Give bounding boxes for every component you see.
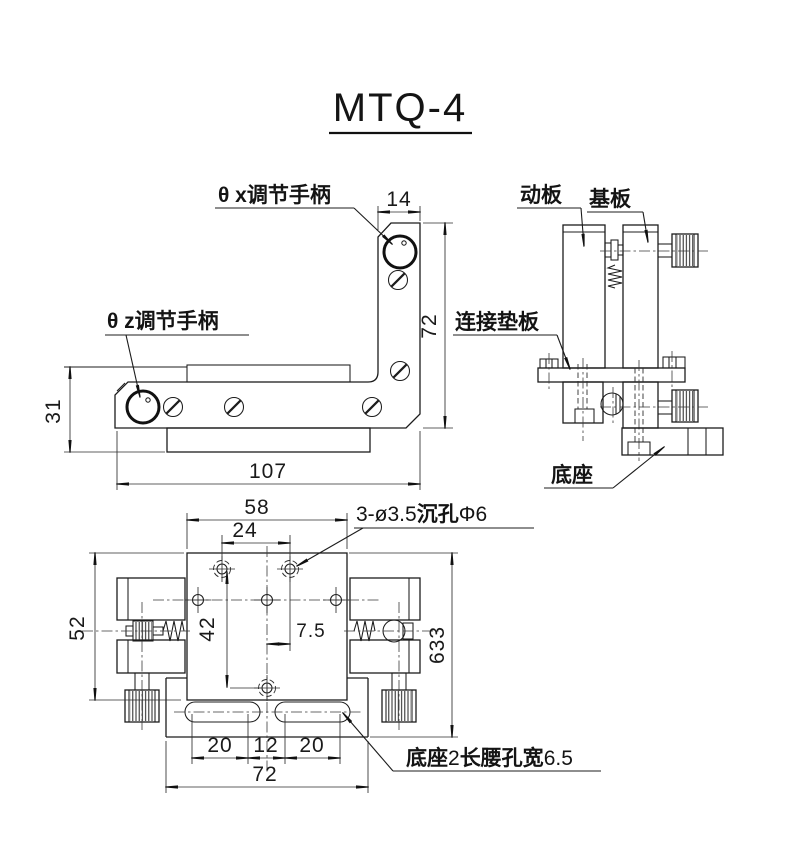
- counterbore-label-group: 3-ø3.5沉孔Φ6: [297, 503, 534, 566]
- dim-text: 14: [386, 188, 411, 211]
- counterbore-label: 3-ø3.5沉孔Φ6: [356, 503, 487, 526]
- bottom-view: 58 24 42 7.5 52: [66, 496, 601, 793]
- lower-left-block: [562, 358, 604, 441]
- leader-line: [353, 207, 392, 244]
- dim-hole-offset: 7.5: [267, 576, 325, 651]
- moving-plate-label-group: 动板: [517, 184, 584, 246]
- counterbore-holes: [209, 556, 303, 701]
- ball-adjuster-icon: [600, 387, 624, 425]
- right-wing: [349, 577, 421, 731]
- spring-icon: [162, 620, 185, 642]
- dim-arm-height: 72: [418, 223, 453, 428]
- dim-text: 42: [196, 616, 219, 641]
- dim-slot-chain: 20 12 20: [192, 714, 340, 764]
- page-title: MTQ-4: [333, 86, 467, 130]
- theta-z-label: θ z调节手柄: [107, 309, 219, 333]
- small-holes: [185, 587, 349, 613]
- dim-text: 20: [299, 734, 324, 757]
- hole: [185, 587, 211, 613]
- dim-text: 72: [418, 313, 441, 338]
- slotted-holes: [174, 701, 361, 723]
- leader-line: [125, 334, 140, 397]
- dim-text: 107: [249, 460, 287, 483]
- spring-icon: [353, 620, 376, 642]
- theta-x-label-group: θ x调节手柄: [215, 183, 392, 244]
- dim-text: 72: [252, 763, 277, 786]
- slot-label-group: 底座2长腰孔宽6.5: [343, 713, 601, 772]
- base-block-shape: [621, 427, 724, 456]
- dim-total-length: 107: [117, 431, 420, 490]
- top-pad-plate: [186, 364, 351, 383]
- bottom-plate: [166, 427, 371, 453]
- screw-icon: [162, 396, 184, 418]
- l-bracket-outline: [114, 222, 421, 429]
- front-view: 14 72 31 107 θ x调节手柄 θ z调: [42, 183, 453, 490]
- slot-label: 底座2长腰孔宽6.5: [406, 746, 573, 770]
- dim-text: 12: [253, 734, 278, 757]
- knurled-knob-icon: [658, 389, 699, 423]
- dim-plate-width: 58: [187, 496, 347, 549]
- connecting-pad-plate-shape: [537, 351, 686, 389]
- adjust-screw-icon: [604, 239, 624, 261]
- dim-overall-height: 633: [349, 553, 458, 737]
- connecting-pad-label-group: 连接垫板: [453, 310, 570, 369]
- dim-text: 24: [232, 519, 257, 542]
- dim-text: 20: [207, 734, 232, 757]
- dim-text: 52: [66, 615, 89, 640]
- base-plate-label: 基板: [589, 188, 632, 211]
- dim-text: 58: [244, 496, 269, 519]
- dim-text: 633: [426, 626, 449, 664]
- dim-bar-height: 31: [42, 367, 165, 452]
- moving-plate-label: 动板: [520, 184, 563, 207]
- chamfer-line: [116, 382, 126, 392]
- hole: [323, 587, 349, 613]
- theta-x-knob-icon: [382, 234, 418, 270]
- theta-z-label-group: θ z调节手柄: [105, 309, 249, 397]
- base-label: 底座: [551, 463, 593, 487]
- dim-hole-spacing: 24: [222, 519, 290, 561]
- theta-z-knob-icon: [125, 389, 161, 425]
- base-plate-label-group: 基板: [587, 188, 648, 242]
- theta-x-label: θ x调节手柄: [218, 183, 331, 207]
- dim-text: 7.5: [296, 621, 325, 642]
- base-plate-shape: [622, 224, 659, 369]
- dim-hole-column-height: 42: [196, 572, 261, 689]
- dim-text: 31: [42, 398, 65, 423]
- title-block: MTQ-4: [329, 86, 472, 135]
- hole: [254, 587, 280, 613]
- dim-stage-height: 52: [66, 553, 184, 700]
- screw-icon: [387, 269, 409, 291]
- screw-icon: [361, 396, 383, 418]
- screw-icons: [162, 269, 411, 418]
- left-wing: [116, 577, 186, 731]
- spring-icon: [606, 264, 623, 289]
- side-view: 动板 基板 连接垫板 底座: [453, 184, 724, 489]
- screw-icon: [223, 396, 245, 418]
- base-label-group: 底座: [544, 447, 664, 489]
- dim-base-width: 72: [166, 741, 368, 793]
- dim-arm-width: 14: [378, 188, 420, 230]
- connecting-pad-label: 连接垫板: [455, 310, 540, 334]
- screw-icon: [389, 360, 411, 382]
- knurled-knob-icon: [658, 233, 699, 268]
- moving-plate-shape: [562, 224, 606, 369]
